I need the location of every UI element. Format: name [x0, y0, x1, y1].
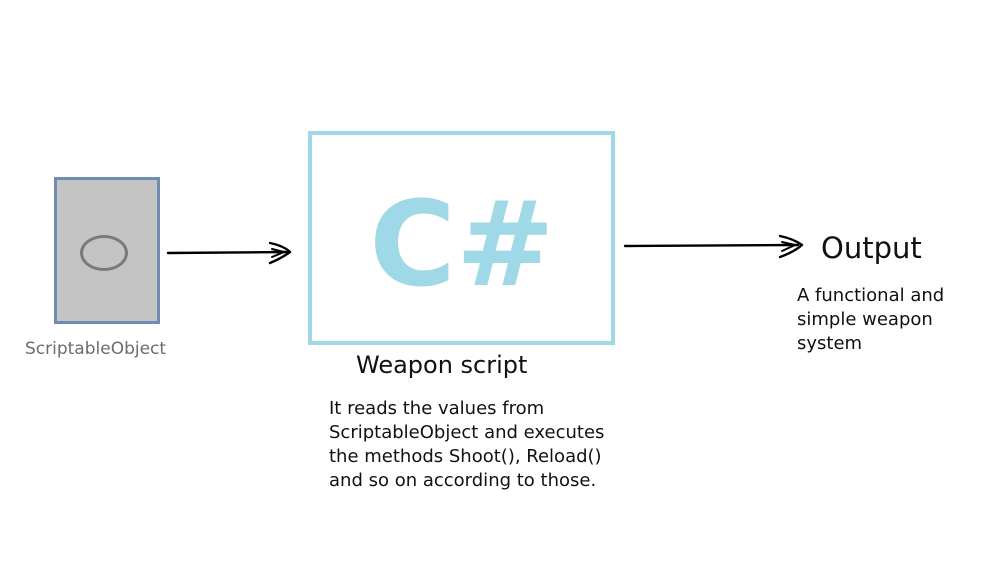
weapon-script-node: C# — [308, 131, 615, 345]
weapon-script-title: Weapon script — [356, 351, 528, 379]
output-title: Output — [821, 231, 922, 265]
scriptable-object-label: ScriptableObject — [25, 339, 167, 359]
arrow-so-to-script — [166, 241, 292, 265]
csharp-logo-text: C# — [369, 175, 554, 313]
csharp-logo: C# — [369, 175, 554, 313]
output-description: A functional and simple weapon system — [797, 285, 945, 354]
ellipse-icon — [80, 235, 128, 271]
scriptable-object-node — [54, 177, 160, 324]
arrow-script-to-output — [623, 234, 804, 259]
weapon-script-description: It reads the values from ScriptableObjec… — [329, 398, 605, 491]
